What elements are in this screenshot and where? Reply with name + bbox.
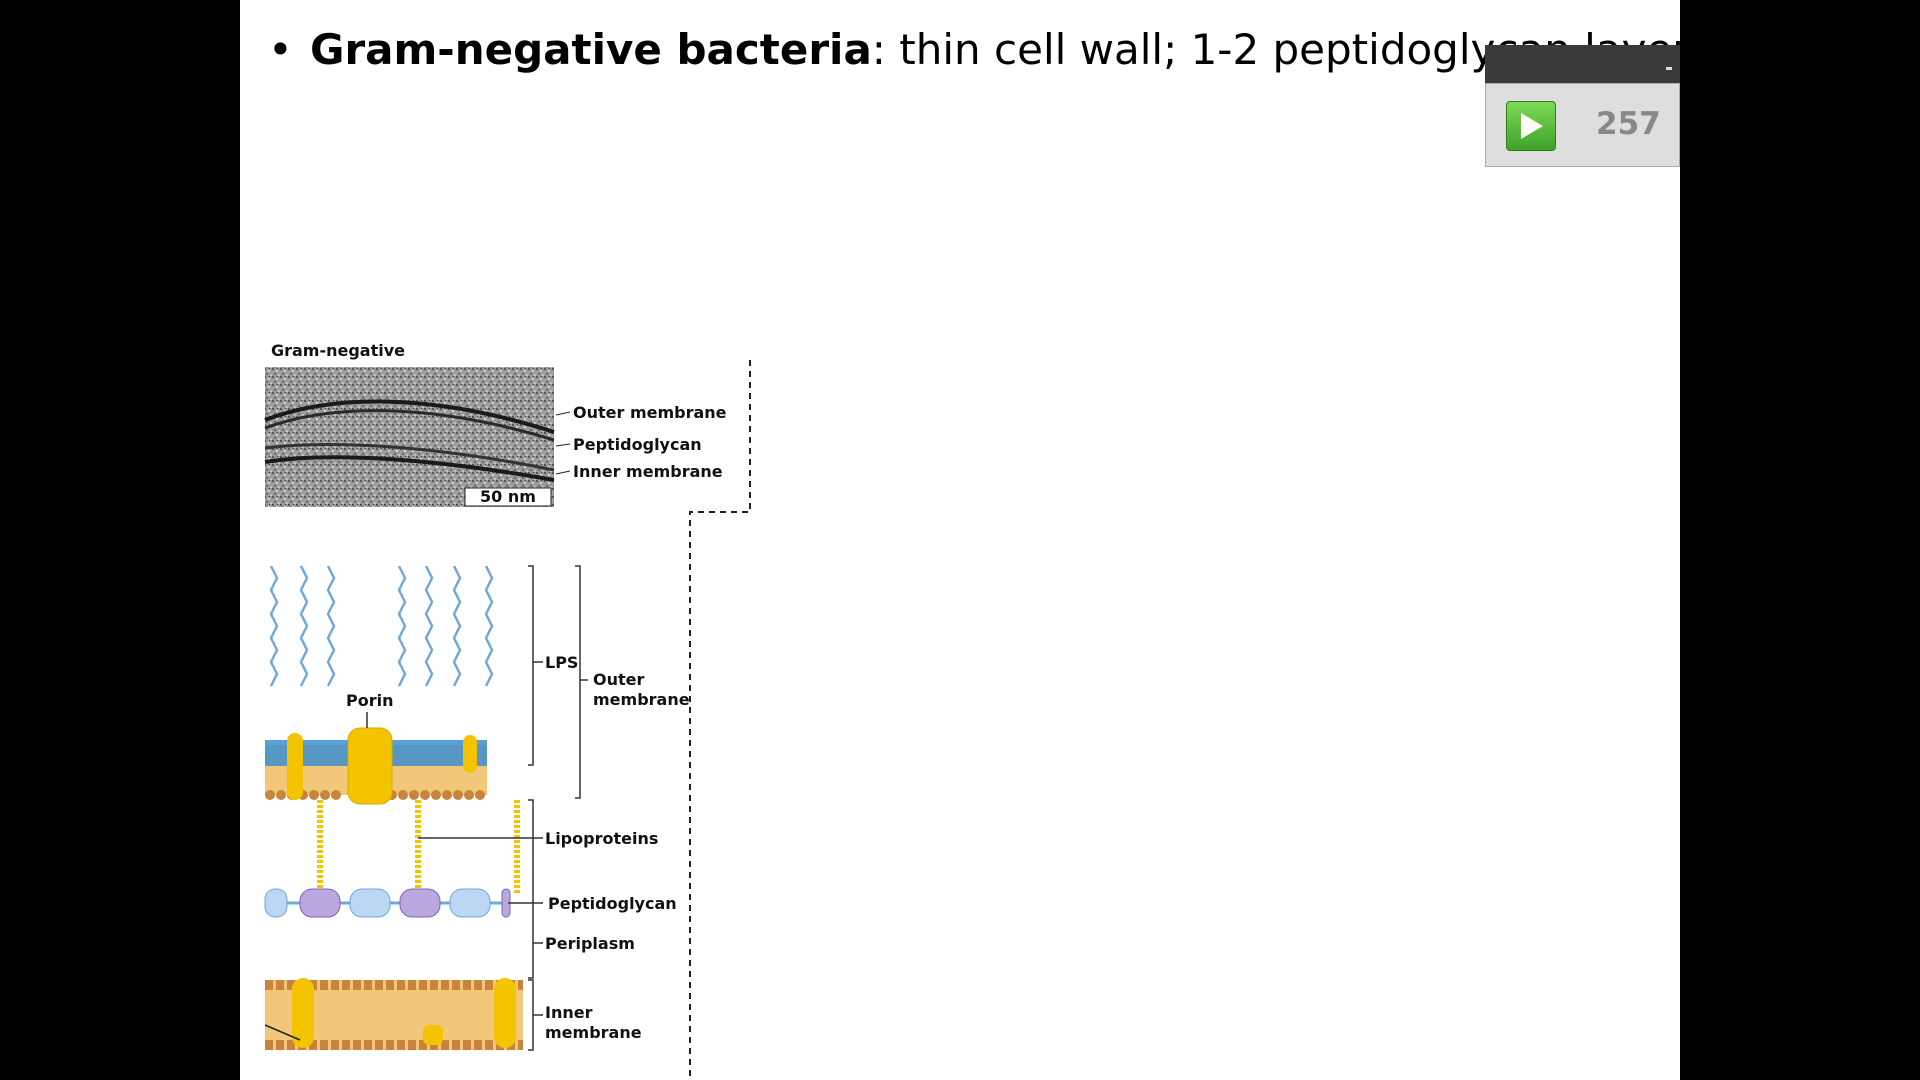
brackets bbox=[366, 565, 588, 1051]
play-icon bbox=[1521, 113, 1543, 139]
counter-value: 257 bbox=[1596, 106, 1661, 142]
gram-negative-figure: Gram-negative 50 nm Outer membrane Pepti… bbox=[264, 341, 751, 1080]
label-lipoproteins: Lipoproteins bbox=[545, 829, 658, 848]
label-outer-membrane-line1: Outer bbox=[593, 670, 644, 689]
electron-micrograph: 50 nm bbox=[264, 367, 555, 507]
label-inner-membrane-line1: Inner bbox=[545, 1003, 593, 1022]
label-outer-membrane-line2: membrane bbox=[593, 690, 690, 709]
outer-membrane-bilayer bbox=[265, 727, 487, 805]
label-lps: LPS bbox=[545, 653, 578, 672]
bullet-dot: • bbox=[268, 25, 293, 74]
slide: •Gram-negative bacteria: thin cell wall;… bbox=[240, 0, 1680, 1080]
peptidoglycan-layer bbox=[264, 888, 511, 918]
media-player-widget: 257 bbox=[1485, 45, 1680, 167]
label-periplasm: Periplasm bbox=[545, 934, 635, 953]
label-outer-membrane-micro: Outer membrane bbox=[573, 403, 727, 422]
play-button[interactable] bbox=[1506, 101, 1556, 151]
figure-title: Gram-negative bbox=[271, 341, 405, 360]
lipoproteins bbox=[317, 800, 520, 895]
label-inner-membrane-micro: Inner membrane bbox=[573, 462, 723, 481]
label-peptidoglycan: Peptidoglycan bbox=[548, 894, 677, 913]
minimize-icon[interactable] bbox=[1666, 67, 1672, 70]
label-peptidoglycan-micro: Peptidoglycan bbox=[573, 435, 702, 454]
player-controls: 257 bbox=[1485, 83, 1680, 167]
dashed-connector bbox=[689, 360, 751, 1080]
label-inner-membrane-line2: membrane bbox=[545, 1023, 642, 1042]
lps-chains bbox=[269, 565, 494, 687]
scale-bar-label: 50 nm bbox=[480, 487, 536, 506]
player-title-bar bbox=[1485, 45, 1680, 83]
bullet-bold-term: Gram-negative bacteria bbox=[310, 25, 872, 74]
inner-membrane-bilayer bbox=[264, 978, 523, 1050]
label-porin: Porin bbox=[346, 691, 393, 710]
